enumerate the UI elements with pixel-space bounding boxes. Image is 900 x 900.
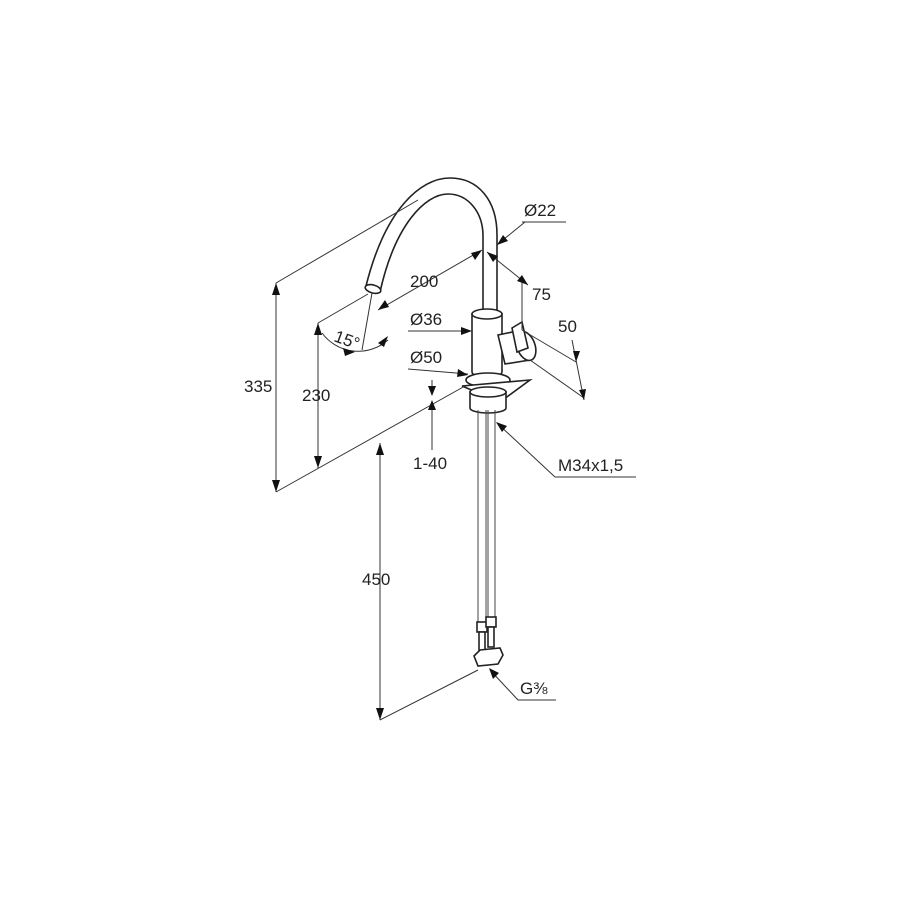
label-spout-reach: 200 [410,272,438,291]
label-connection-thread: G⅜ [520,679,548,698]
label-total-height: 335 [244,377,272,396]
label-handle-depth: 50 [558,317,577,336]
label-body-diameter: Ø36 [410,310,442,329]
label-base-diameter: Ø50 [410,348,442,367]
label-hose-length: 450 [362,570,390,589]
label-outlet-height: 230 [302,386,330,405]
label-handle-offset: 75 [532,285,551,304]
label-spout-diameter: Ø22 [524,201,556,220]
faucet-base [461,372,533,414]
dimension-lines [272,199,636,721]
label-spout-angle: 15° [332,327,363,354]
label-deck-thickness: 1-40 [413,454,447,473]
faucet-body [471,308,537,378]
supply-hoses [473,410,504,667]
label-mounting-thread: M34x1,5 [558,456,623,475]
